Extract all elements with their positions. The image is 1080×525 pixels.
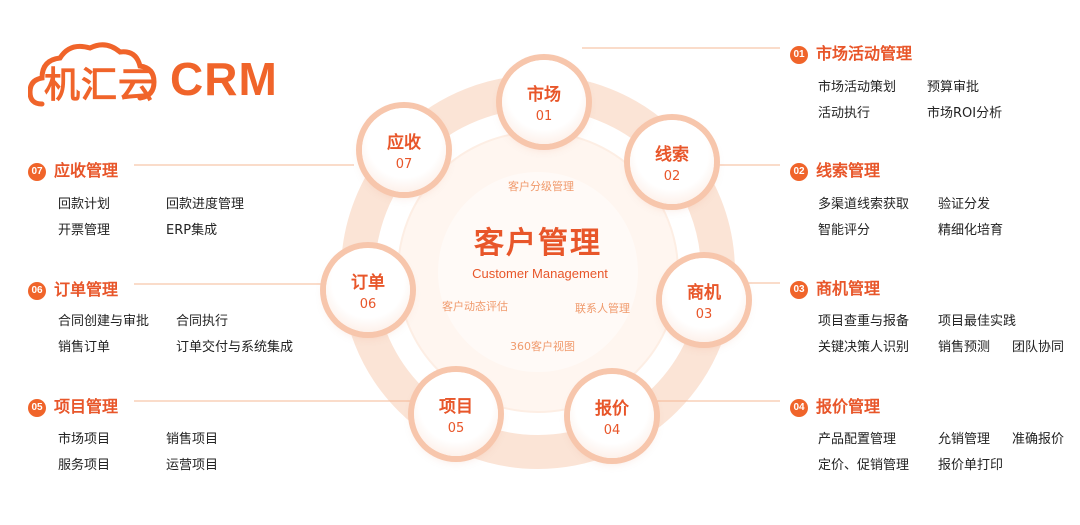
item: 销售项目 [166, 432, 219, 447]
node-receivable[interactable]: 应收 07 [362, 108, 446, 192]
node-name: 商机 [687, 283, 721, 303]
badge-number: 06 [28, 282, 46, 300]
inner-label-contacts: 联系人管理 [575, 302, 630, 315]
cloud-logo-icon [28, 42, 157, 107]
item: 多渠道线索获取 [818, 197, 910, 212]
node-number: 01 [535, 109, 553, 124]
block-title-text: 报价管理 [816, 397, 881, 416]
logo-product: CRM [170, 53, 278, 105]
item: 项目查重与报备 [818, 314, 910, 329]
item: 预算审批 [927, 80, 980, 95]
node-name: 报价 [595, 399, 629, 419]
block-title-01[interactable]: 01 市场活动管理 [790, 40, 912, 64]
item: 准确报价 [1012, 432, 1065, 447]
item: 智能评分 [818, 223, 871, 238]
block-title-text: 市场活动管理 [816, 44, 913, 63]
node-opportunity[interactable]: 商机 03 [662, 258, 746, 342]
block-title-text: 商机管理 [816, 279, 881, 298]
item: 团队协同 [1012, 340, 1065, 355]
block-title-text: 项目管理 [54, 397, 119, 416]
item: 允销管理 [938, 432, 991, 447]
item: ERP集成 [166, 223, 218, 238]
item: 回款进度管理 [166, 197, 245, 212]
block-title-text: 线索管理 [816, 161, 881, 180]
node-number: 03 [695, 307, 713, 322]
item: 服务项目 [58, 458, 111, 473]
item: 订单交付与系统集成 [176, 340, 294, 355]
logo-brand: 机汇云 [44, 65, 156, 106]
item: 运营项目 [166, 458, 219, 473]
item: 项目最佳实践 [938, 314, 1017, 329]
item: 市场活动策划 [818, 80, 897, 95]
badge-number: 04 [790, 399, 808, 417]
badge-number: 01 [790, 46, 808, 64]
node-market[interactable]: 市场 01 [502, 60, 586, 144]
badge-number: 05 [28, 399, 46, 417]
node-name: 订单 [351, 273, 385, 293]
block-title-03[interactable]: 03 商机管理 [790, 275, 880, 299]
block-title-05[interactable]: 05 项目管理 [28, 393, 118, 417]
item: 市场ROI分析 [927, 106, 1003, 121]
node-order[interactable]: 订单 06 [326, 248, 410, 332]
block-title-text: 应收管理 [54, 161, 119, 180]
block-title-text: 订单管理 [54, 280, 119, 299]
item: 定价、促销管理 [818, 458, 910, 473]
node-number: 07 [395, 157, 413, 172]
item: 关键决策人识别 [818, 340, 910, 355]
item: 合同创建与审批 [58, 314, 150, 329]
item: 回款计划 [58, 197, 111, 212]
inner-label-360-view: 360客户视图 [510, 340, 575, 353]
inner-label-evaluation: 客户动态评估 [442, 300, 508, 313]
badge-number: 07 [28, 163, 46, 181]
node-number: 02 [663, 169, 681, 184]
node-name: 应收 [387, 133, 421, 153]
node-project[interactable]: 项目 05 [414, 372, 498, 456]
badge-number: 03 [790, 281, 808, 299]
block-title-02[interactable]: 02 线索管理 [790, 157, 880, 181]
node-quotation[interactable]: 报价 04 [570, 374, 654, 458]
badge-number: 02 [790, 163, 808, 181]
node-number: 04 [603, 423, 621, 438]
center-title: 客户管理 [474, 226, 602, 261]
node-name: 线索 [655, 145, 689, 165]
item: 销售订单 [58, 340, 111, 355]
item: 产品配置管理 [818, 432, 897, 447]
item: 开票管理 [58, 223, 111, 238]
item: 市场项目 [58, 432, 111, 447]
item: 精细化培育 [938, 223, 1004, 238]
core-circle [438, 172, 638, 372]
block-title-07[interactable]: 07 应收管理 [28, 157, 118, 181]
item: 验证分发 [938, 197, 991, 212]
node-name: 项目 [439, 397, 473, 417]
block-title-06[interactable]: 06 订单管理 [28, 276, 118, 300]
node-number: 05 [447, 421, 465, 436]
center-subtitle: Customer Management [472, 266, 608, 281]
node-number: 06 [359, 297, 377, 312]
item: 合同执行 [176, 314, 229, 329]
block-title-04[interactable]: 04 报价管理 [790, 393, 880, 417]
item: 活动执行 [818, 106, 871, 121]
item: 销售预测 [938, 340, 991, 355]
node-name: 市场 [527, 85, 561, 105]
inner-label-grading: 客户分级管理 [508, 180, 574, 193]
node-leads[interactable]: 线索 02 [630, 120, 714, 204]
item: 报价单打印 [938, 458, 1004, 473]
